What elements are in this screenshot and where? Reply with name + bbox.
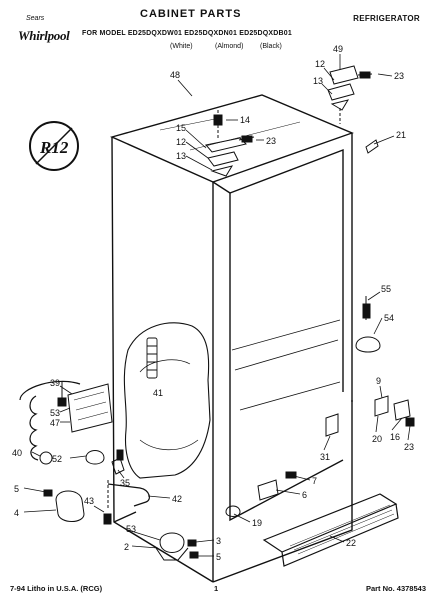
footer-print-info: 7-94 Litho in U.S.A. (RCG) xyxy=(10,584,103,593)
brand-sub-label: Sears xyxy=(26,15,45,22)
part-number: Part No. 4378543 xyxy=(365,584,426,593)
callout-3: 3 xyxy=(216,536,221,546)
callout-5b: 5 xyxy=(216,552,221,562)
callout-15: 15 xyxy=(176,123,186,133)
callout-48: 48 xyxy=(170,70,180,80)
callout-13a: 13 xyxy=(313,76,323,86)
callout-39: 39 xyxy=(50,378,60,388)
callout-52: 52 xyxy=(52,454,62,464)
relay-housing xyxy=(43,489,85,522)
bracket-right xyxy=(374,395,415,427)
callout-14: 14 xyxy=(240,115,250,125)
callout-21: 21 xyxy=(396,130,406,140)
callout-22: 22 xyxy=(346,538,356,548)
color-white: (White) xyxy=(170,43,193,50)
callout-16: 16 xyxy=(390,432,400,442)
clip-21 xyxy=(365,139,379,154)
page-title: CABINET PARTS xyxy=(140,8,242,20)
cabinet-body xyxy=(109,94,354,583)
category-label: REFRIGERATOR xyxy=(353,14,420,23)
bracket-31 xyxy=(325,413,339,437)
callout-19: 19 xyxy=(252,518,262,528)
whirlpool-logo: Sears Whirlpool xyxy=(8,8,70,43)
callout-4: 4 xyxy=(14,508,19,518)
page-number: 1 xyxy=(214,584,219,593)
callout-40: 40 xyxy=(12,448,22,458)
callout-6: 6 xyxy=(302,490,307,500)
control-box xyxy=(19,380,113,461)
toe-grille xyxy=(262,493,399,567)
callout-20: 20 xyxy=(372,434,382,444)
hinge-right xyxy=(327,65,373,124)
hinge-left xyxy=(205,110,255,177)
callout-31: 31 xyxy=(320,452,330,462)
callout-23a: 23 xyxy=(394,71,404,81)
badge-label: R12 xyxy=(39,138,69,157)
callout-2: 2 xyxy=(124,542,129,552)
callout-23b: 23 xyxy=(266,136,276,146)
callout-55: 55 xyxy=(381,284,391,294)
callout-43: 43 xyxy=(84,496,94,506)
r12-badge xyxy=(29,121,79,171)
insulation-tube xyxy=(146,337,158,379)
callout-13b: 13 xyxy=(176,151,186,161)
drain-tube xyxy=(107,483,150,507)
callout-labels: 48 49 12 13 23 14 15 12 13 23 21 55 54 4… xyxy=(12,44,414,562)
callout-23c: 23 xyxy=(404,442,414,452)
callout-9: 9 xyxy=(376,376,381,386)
callout-42: 42 xyxy=(172,494,182,504)
callout-53b: 53 xyxy=(126,524,136,534)
leveler-assembly xyxy=(355,296,381,353)
drain-parts xyxy=(39,449,125,475)
callout-41: 41 xyxy=(153,388,163,398)
callout-49: 49 xyxy=(333,44,343,54)
callout-53a: 53 xyxy=(50,408,60,418)
callout-12b: 12 xyxy=(176,137,186,147)
callout-5a: 5 xyxy=(14,484,19,494)
callout-12a: 12 xyxy=(315,59,325,69)
callout-47: 47 xyxy=(50,418,60,428)
callout-54: 54 xyxy=(384,313,394,323)
bracket-lower xyxy=(225,471,297,517)
callout-7: 7 xyxy=(312,476,317,486)
color-almond: (Almond) xyxy=(215,43,244,50)
color-black: (Black) xyxy=(260,43,282,50)
brand-label: Whirlpool xyxy=(18,28,70,43)
model-numbers: FOR MODEL ED25DQXDW01 ED25DQXDN01 ED25DQ… xyxy=(82,30,292,37)
callout-35: 35 xyxy=(120,478,130,488)
leader-lines xyxy=(23,54,411,557)
screw-43 xyxy=(103,480,112,525)
compressor-mount xyxy=(155,532,199,561)
